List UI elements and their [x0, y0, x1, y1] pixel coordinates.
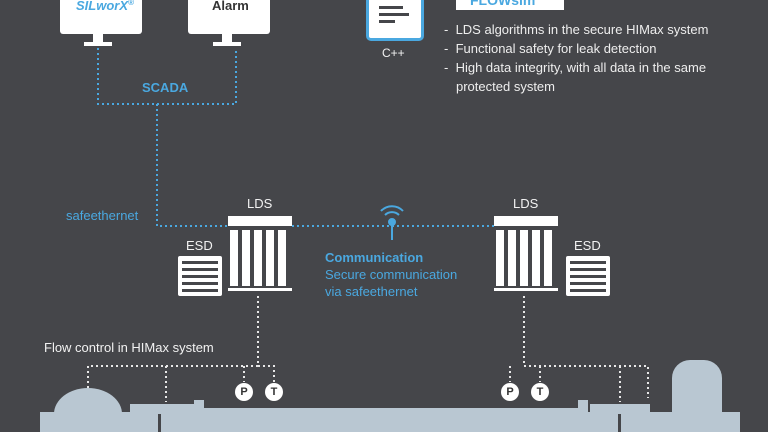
alarm-monitor-base [213, 42, 241, 46]
flow-line-right-a [523, 296, 649, 398]
pipe-segment [200, 408, 580, 422]
feature-item: - High data integrity, with all data in … [444, 60, 707, 75]
feature-list: - LDS algorithms in the secure HIMax sys… [444, 20, 764, 96]
flowsim-logo-box: FLOWsim [456, 0, 564, 10]
feature-item-continued: protected system [456, 79, 555, 94]
alarm-monitor: Alarm [188, 0, 270, 34]
flow-line-t-left [258, 365, 275, 382]
pressure-sensor-left: P [235, 383, 253, 401]
pressure-sensor-right: P [501, 383, 519, 401]
feature-item: - LDS algorithms in the secure HIMax sys… [444, 22, 709, 37]
pipeline [40, 360, 740, 432]
temperature-sensor-left: T [265, 383, 283, 401]
flange-right [578, 400, 588, 432]
tank-right [672, 360, 722, 432]
document-icon [366, 0, 424, 41]
silworx-rest-text: worX [96, 0, 129, 13]
lds-left-controller [228, 216, 292, 294]
lds-left-label: LDS [247, 196, 273, 211]
esd-left-panel [178, 256, 222, 296]
lds-right-controller [494, 216, 558, 294]
esd-left-label: ESD [186, 238, 213, 253]
silworx-monitor: SILworX® [60, 0, 142, 34]
temperature-sensor-right: T [531, 383, 549, 401]
scada-label: SCADA [142, 80, 189, 95]
safeethernet-link-line [156, 104, 228, 227]
silworx-monitor-base [84, 42, 112, 46]
communication-line2: via safeethernet [325, 284, 418, 299]
scada-link-line [97, 48, 237, 105]
wireless-antenna-icon [380, 205, 404, 240]
flow-control-label: Flow control in HIMax system [44, 340, 214, 355]
esd-right-label: ESD [574, 238, 601, 253]
alarm-label: Alarm [212, 0, 249, 13]
silworx-monitor-stand [93, 34, 103, 42]
communication-title: Communication [325, 250, 424, 265]
alarm-monitor-stand [222, 34, 232, 42]
flow-line-left-a [87, 296, 259, 392]
flowsim-logo-text: FLOWsim [470, 0, 536, 8]
esd-right-panel [566, 256, 610, 296]
lds-right-label: LDS [513, 196, 539, 211]
silworx-brand-text: SIL [76, 0, 97, 13]
pump-left [54, 388, 122, 432]
flange-left [194, 400, 204, 432]
silworx-registered-mark: ® [128, 0, 134, 7]
safeethernet-label: safeethernet [66, 208, 139, 223]
communication-line1: Secure communication [325, 267, 458, 282]
cpp-label: C++ [382, 46, 405, 60]
valve-left-a [130, 404, 200, 432]
feature-item: - Functional safety for leak detection [444, 41, 657, 56]
